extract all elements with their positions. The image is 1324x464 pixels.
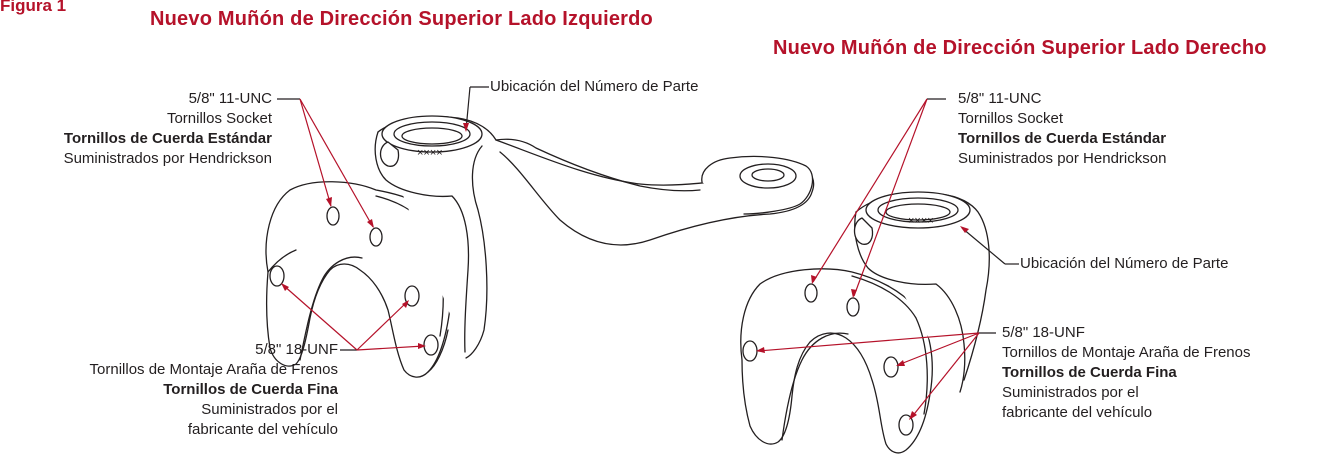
figure-label: Figura 1: [0, 0, 67, 15]
right-brake-thread: Tornillos de Cuerda Fina: [1002, 364, 1177, 381]
right-knuckle-title: Nuevo Muñón de Dirección Superior Lado D…: [773, 37, 1267, 59]
right-part-marking: ××××: [908, 215, 934, 227]
right-socket-size: 5/8" 11-UNC: [958, 90, 1042, 107]
left-brake-supplier: Suministrados por el: [201, 401, 338, 418]
left-arrowheads: [281, 123, 469, 349]
right-socket-thread: Tornillos de Cuerda Estándar: [958, 130, 1167, 147]
left-socket-size: 5/8" 11-UNC: [188, 90, 272, 107]
right-socket-type: Tornillos Socket: [958, 110, 1064, 127]
right-knuckle-drawing: [740, 191, 990, 454]
left-knuckle-title: Nuevo Muñón de Dirección Superior Lado I…: [150, 8, 653, 30]
left-socket-bolt-callout: 5/8" 11-UNC Tornillos Socket Tornillos d…: [64, 89, 272, 169]
right-part-number-location-label: Ubicación del Número de Parte: [1020, 255, 1229, 272]
right-leader-lines: [757, 98, 1019, 419]
left-part-number-location-label: Ubicación del Número de Parte: [490, 78, 699, 95]
left-brake-bolt-callout: 5/8" 18-UNF Tornillos de Montaje Araña d…: [90, 340, 338, 440]
left-part-marking: ××××: [417, 147, 443, 159]
right-arrowheads: [756, 226, 969, 420]
right-socket-bolt-callout: 5/8" 11-UNC Tornillos Socket Tornillos d…: [958, 89, 1166, 169]
right-brake-size: 5/8" 18-UNF: [1002, 324, 1085, 341]
left-knuckle-drawing: [265, 115, 815, 378]
right-brake-type: Tornillos de Montaje Araña de Frenos: [1002, 344, 1251, 361]
left-socket-supplier: Suministrados por Hendrickson: [63, 150, 272, 167]
right-brake-bolt-callout: 5/8" 18-UNF Tornillos de Montaje Araña d…: [1002, 323, 1250, 423]
right-brake-supplier: Suministrados por el: [1002, 384, 1139, 401]
right-brake-supplier-2: fabricante del vehículo: [1002, 404, 1153, 421]
left-brake-size: 5/8" 18-UNF: [255, 341, 338, 358]
right-socket-supplier: Suministrados por Hendrickson: [958, 150, 1167, 167]
left-brake-supplier-2: fabricante del vehículo: [187, 421, 338, 438]
left-socket-thread: Tornillos de Cuerda Estándar: [63, 130, 272, 147]
left-brake-thread: Tornillos de Cuerda Fina: [163, 381, 338, 398]
left-leader-lines: [277, 86, 489, 351]
left-socket-type: Tornillos Socket: [166, 110, 272, 127]
left-brake-type: Tornillos de Montaje Araña de Frenos: [89, 361, 338, 378]
